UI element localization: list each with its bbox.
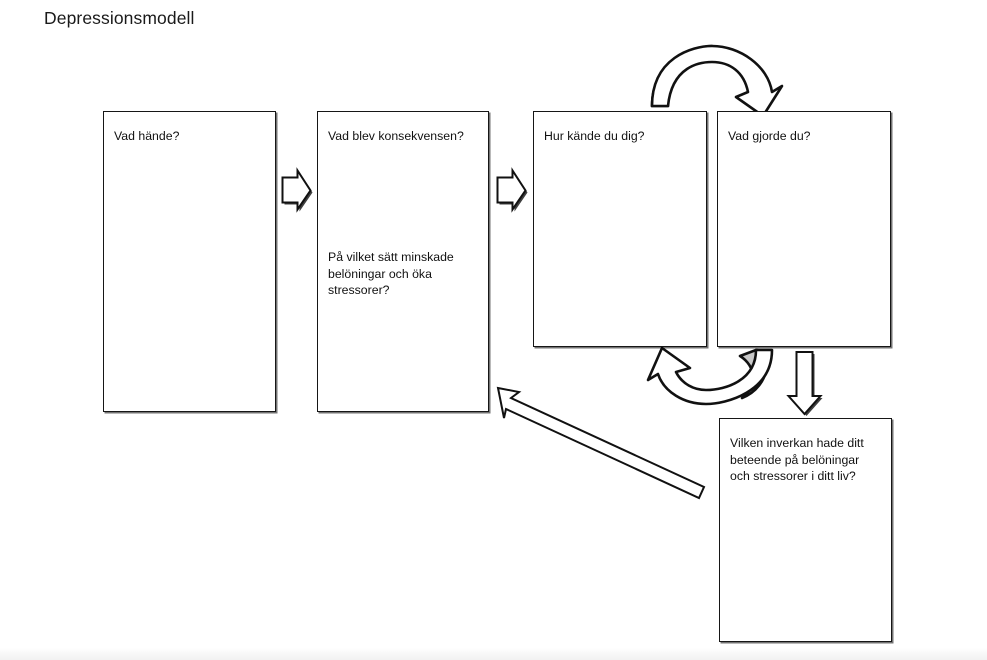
box-what-did[interactable]: Vad gjorde du?: [717, 111, 891, 347]
arrow-impact-to-consequence: [496, 386, 706, 500]
arrow-did-to-felt: [646, 346, 774, 406]
box-how-felt-heading: Hur kände du dig?: [544, 129, 645, 143]
arrow-happened-to-consequence: [281, 167, 313, 213]
box-what-did-heading: Vad gjorde du?: [728, 129, 811, 143]
box-what-happened-heading: Vad hände?: [114, 129, 180, 143]
page-title: Depressionsmodell: [44, 8, 195, 28]
arrow-felt-to-did: [650, 44, 784, 118]
box-impact-heading: Vilken inverkan hade ditt beteende på be…: [730, 436, 864, 483]
arrow-did-to-impact: [786, 351, 823, 416]
box-impact[interactable]: Vilken inverkan hade ditt beteende på be…: [719, 418, 892, 642]
page-bottom-edge: [0, 648, 987, 660]
box-consequence[interactable]: Vad blev konsekvensen? På vilket sätt mi…: [317, 111, 489, 412]
box-consequence-body: På vilket sätt minskade belöningar och ö…: [328, 250, 454, 297]
arrow-consequence-to-felt: [496, 167, 528, 213]
box-what-happened[interactable]: Vad hände?: [103, 111, 276, 412]
box-how-felt[interactable]: Hur kände du dig?: [533, 111, 707, 347]
box-consequence-heading: Vad blev konsekvensen?: [328, 129, 464, 143]
